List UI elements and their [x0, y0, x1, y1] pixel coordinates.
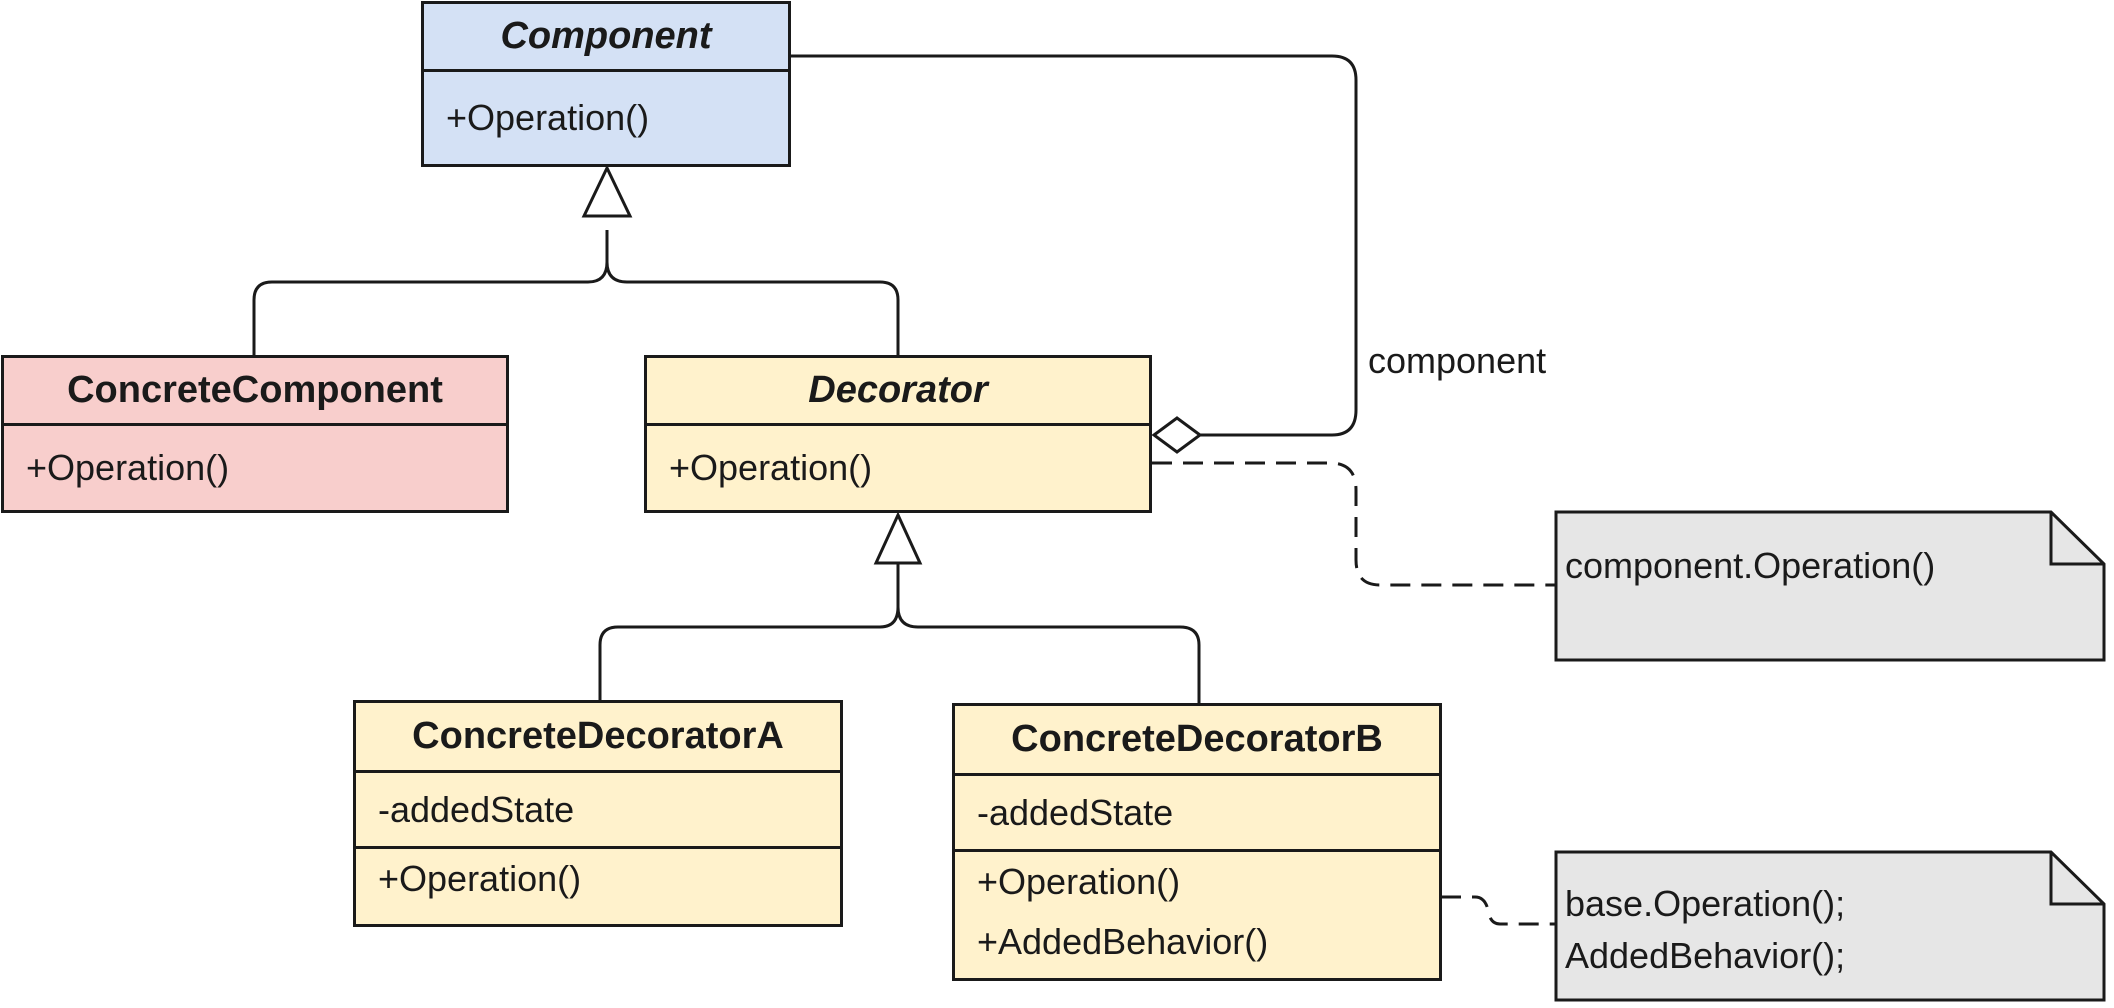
- note-fold-decorator: [2049, 512, 2104, 566]
- class-decorator[interactable]: Decorator +Operation(): [644, 355, 1152, 513]
- class-concrete-decorator-a-operation: +Operation(): [378, 858, 582, 899]
- note-decorator-text: component.Operation(): [1565, 545, 1936, 586]
- class-concrete-decorator-b-operation: +AddedBehavior(): [977, 921, 1269, 962]
- generalization-arrowhead-component: [581, 164, 633, 218]
- class-concrete-component-name: ConcreteComponent: [4, 358, 506, 426]
- class-decorator-operation: +Operation(): [669, 447, 873, 488]
- class-decorator-operations: +Operation(): [647, 426, 1149, 510]
- note-fold-decorator-b: [2049, 852, 2104, 906]
- class-concrete-decorator-b-name: ConcreteDecoratorB: [955, 706, 1439, 776]
- class-concrete-decorator-a[interactable]: ConcreteDecoratorA -addedState +Operatio…: [353, 700, 843, 927]
- class-concrete-component[interactable]: ConcreteComponent +Operation(): [1, 355, 509, 513]
- class-concrete-decorator-b-attribute: -addedState: [977, 791, 1174, 833]
- class-concrete-decorator-a-operations: +Operation(): [356, 849, 840, 924]
- class-component-name: Component: [424, 4, 788, 72]
- note-decorator-b-line-2: AddedBehavior();: [1565, 935, 1846, 976]
- class-concrete-decorator-a-attributes: -addedState: [356, 773, 840, 849]
- note-decorator-b-line-1: base.Operation();: [1565, 883, 1846, 924]
- generalization-line-decorator: [598, 563, 1201, 705]
- class-decorator-name: Decorator: [647, 358, 1149, 426]
- note-link-decorator-b: [1441, 895, 1556, 926]
- note-link-decorator: [1152, 461, 1556, 587]
- class-concrete-component-operation: +Operation(): [26, 447, 230, 488]
- class-component-operations: +Operation(): [424, 72, 788, 164]
- class-concrete-decorator-b-operations: +Operation() +AddedBehavior(): [955, 852, 1439, 978]
- class-component-operation: +Operation(): [446, 97, 650, 138]
- generalization-line-component: [252, 230, 900, 355]
- note-shape-decorator-b: [1554, 850, 2106, 1002]
- aggregation-diamond: [1151, 416, 1203, 454]
- class-component[interactable]: Component +Operation(): [421, 1, 791, 167]
- association-role-label: component: [1368, 340, 1547, 381]
- generalization-arrowhead-decorator: [873, 511, 923, 565]
- class-concrete-decorator-b-operation: +Operation(): [977, 861, 1181, 902]
- class-concrete-component-operations: +Operation(): [4, 426, 506, 510]
- class-concrete-decorator-b[interactable]: ConcreteDecoratorB -addedState +Operatio…: [952, 703, 1442, 981]
- class-concrete-decorator-b-attributes: -addedState: [955, 776, 1439, 852]
- class-concrete-decorator-a-attribute: -addedState: [378, 788, 575, 830]
- note-shape-decorator: [1554, 510, 2106, 662]
- class-concrete-decorator-a-name: ConcreteDecoratorA: [356, 703, 840, 773]
- aggregation-line: [790, 54, 1358, 437]
